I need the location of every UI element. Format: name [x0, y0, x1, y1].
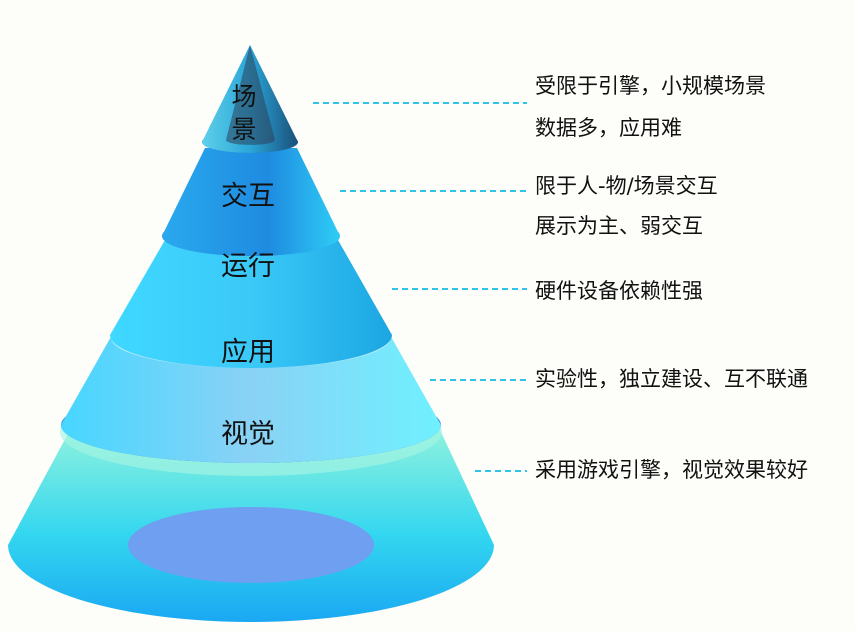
- layer-run-body: [110, 240, 392, 368]
- base-inner-ellipse: [128, 507, 374, 583]
- layer-label-application: 应用: [221, 337, 275, 368]
- desc-run-line-1: 硬件设备依赖性强: [535, 279, 703, 303]
- desc-scene-line-2: 数据多，应用难: [535, 116, 682, 140]
- layer-label-scene: 场景: [231, 82, 257, 144]
- layer-application-body: [61, 335, 441, 463]
- layer-interaction-body: [162, 148, 340, 256]
- layer-label-visual: 视觉: [221, 419, 275, 450]
- desc-scene-line-1: 受限于引擎，小规模场景: [535, 74, 766, 98]
- desc-interaction-line-1: 限于人-物/场景交互: [535, 174, 718, 198]
- desc-application-line-1: 实验性，独立建设、互不联通: [535, 367, 808, 391]
- layer-label-interaction: 交互: [221, 181, 275, 212]
- desc-interaction-line-2: 展示为主、弱交互: [535, 214, 703, 238]
- desc-visual-line-1: 采用游戏引擎，视觉效果较好: [535, 458, 808, 482]
- layer-label-run: 运行: [221, 251, 275, 282]
